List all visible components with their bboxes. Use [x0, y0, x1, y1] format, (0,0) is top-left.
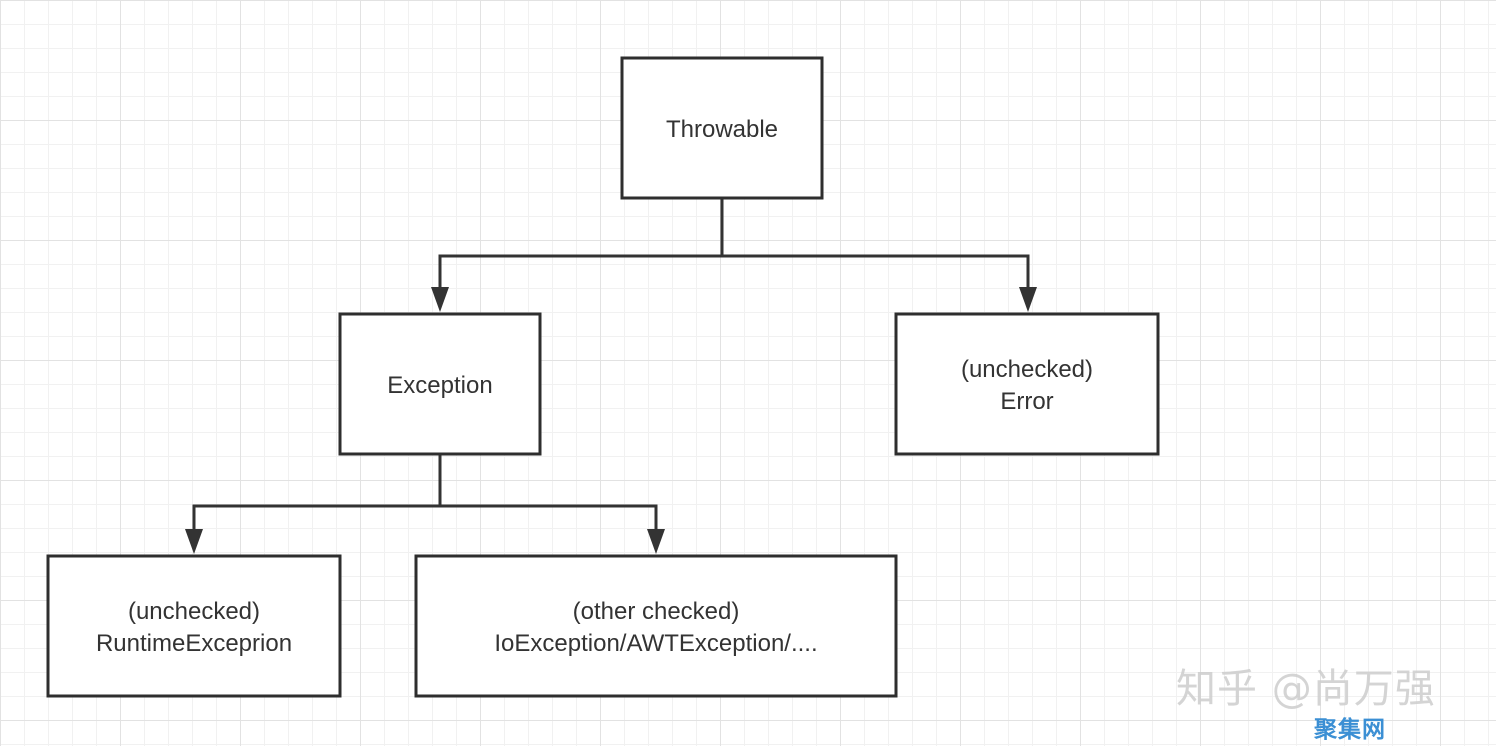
edge-throwable-to-error: [722, 254, 1030, 290]
node-runtime-exception: (unchecked) RuntimeExceprion: [46, 554, 342, 698]
arrowhead-error: [1019, 287, 1037, 312]
node-exception-label: Exception: [387, 372, 492, 399]
edges: [185, 198, 1037, 554]
node-throwable: Throwable: [620, 56, 824, 200]
node-checked-line-1: (other checked): [573, 598, 740, 625]
node-error-line-2: Error: [1000, 388, 1053, 415]
arrowhead-exception: [431, 287, 449, 312]
node-error-line-1: (unchecked): [961, 356, 1093, 383]
edge-exception-to-checked: [440, 504, 658, 532]
arrowhead-runtime: [185, 529, 203, 554]
node-exception: Exception: [338, 312, 542, 456]
site-watermark: 聚集网: [1314, 717, 1386, 743]
node-runtime-line-1: (unchecked): [128, 598, 260, 625]
node-other-checked: (other checked) IoException/AWTException…: [414, 554, 898, 698]
edge-exception-to-runtime: [192, 454, 442, 532]
node-runtime-line-2: RuntimeExceprion: [96, 630, 292, 657]
node-checked-line-2: IoException/AWTException/....: [494, 630, 817, 657]
node-error: (unchecked) Error: [894, 312, 1160, 456]
node-throwable-label: Throwable: [666, 116, 778, 143]
zhihu-watermark: 知乎 @尚万强: [1176, 666, 1436, 712]
edge-throwable-to-exception: [438, 198, 724, 290]
arrowhead-checked: [647, 529, 665, 554]
